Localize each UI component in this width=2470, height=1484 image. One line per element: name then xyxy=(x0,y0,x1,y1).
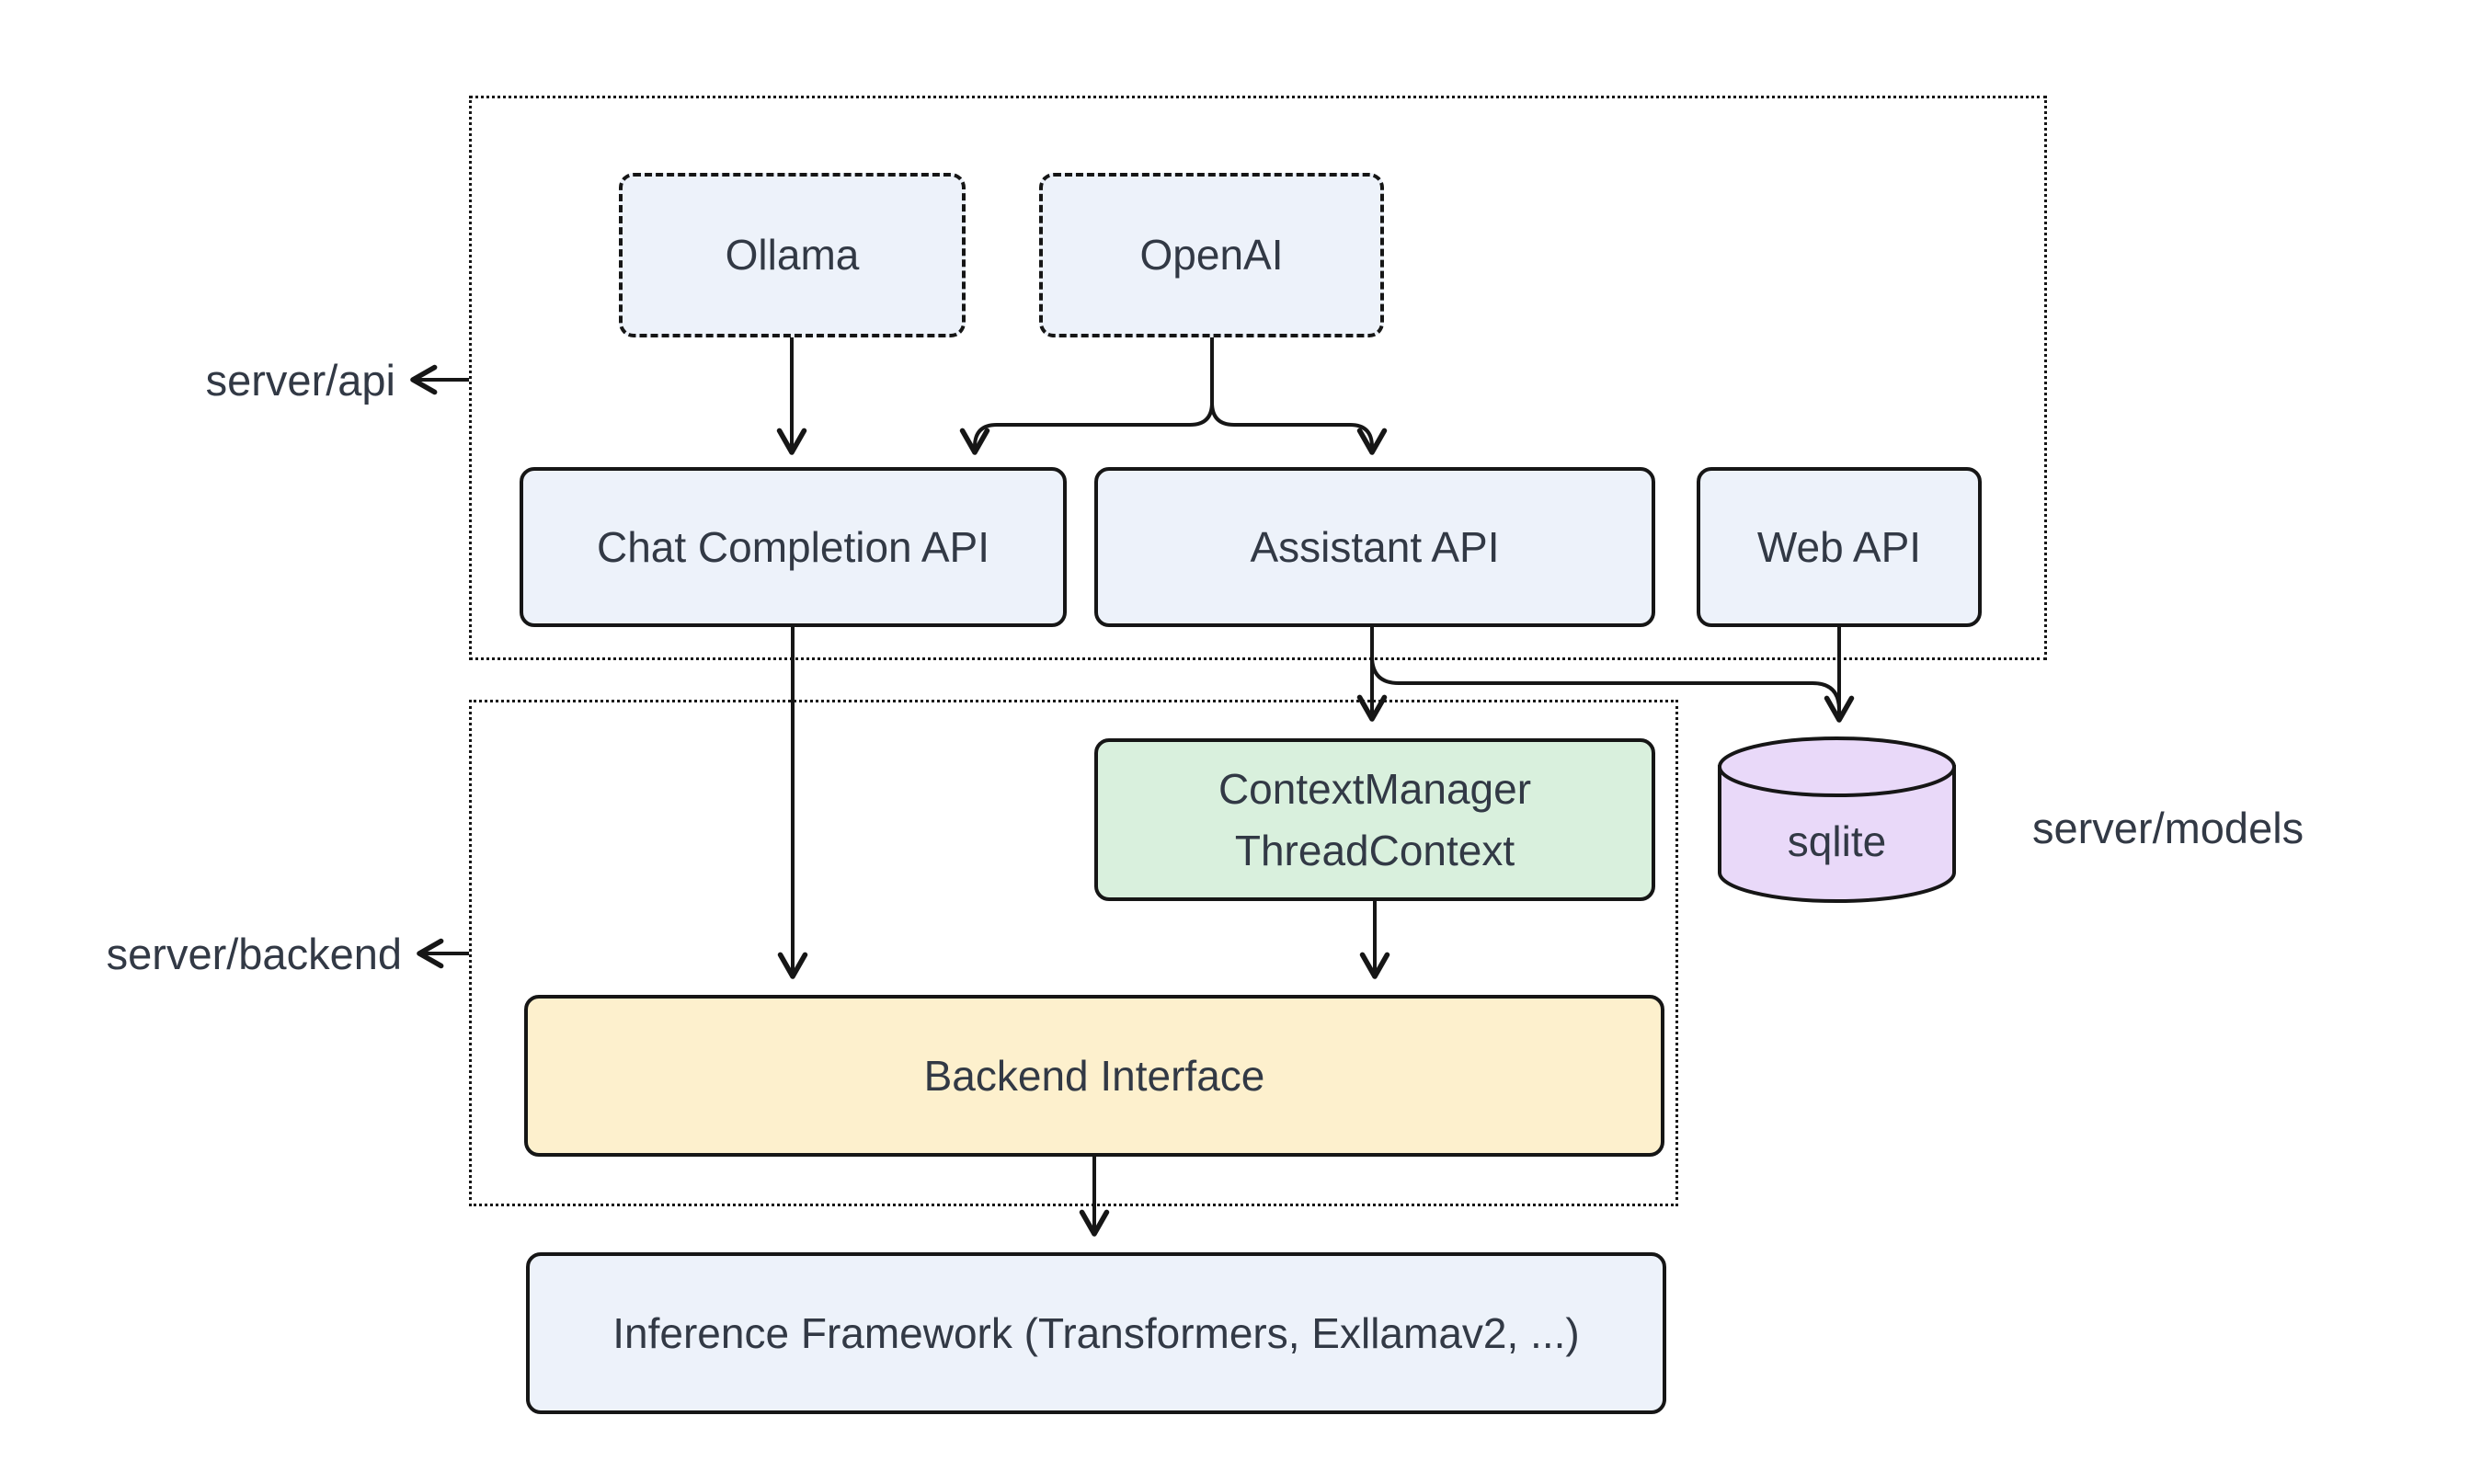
node-chat-completion-api: Chat Completion API xyxy=(520,467,1067,627)
sqlite-cylinder xyxy=(1718,736,1956,903)
node-context-manager: ContextManager ThreadContext xyxy=(1094,738,1655,901)
node-inference-framework-label: Inference Framework (Transformers, Exlla… xyxy=(612,1308,1580,1357)
label-server-api-text: server/api xyxy=(205,355,395,405)
node-assistant-api-label: Assistant API xyxy=(1250,522,1500,571)
node-backend-interface-label: Backend Interface xyxy=(923,1051,1265,1100)
node-chat-completion-api-label: Chat Completion API xyxy=(596,522,989,571)
node-openai-label: OpenAI xyxy=(1139,231,1284,280)
label-server-api: server/api xyxy=(120,352,395,407)
node-ollama-label: Ollama xyxy=(725,231,860,280)
node-assistant-api: Assistant API xyxy=(1094,467,1655,627)
arrow-openai-to-assistant xyxy=(1210,402,1388,455)
node-web-api: Web API xyxy=(1697,467,1982,627)
label-server-models-text: server/models xyxy=(2032,803,2304,852)
label-server-backend-text: server/backend xyxy=(106,929,402,978)
node-backend-interface: Backend Interface xyxy=(524,995,1664,1157)
server-api-container xyxy=(469,96,2047,660)
server-backend-container xyxy=(469,700,1678,1206)
node-context-manager-line2: ThreadContext xyxy=(1234,826,1515,874)
arrow-assistant-branch-to-sqlite xyxy=(1370,656,1841,711)
node-inference-framework: Inference Framework (Transformers, Exlla… xyxy=(526,1252,1666,1414)
node-openai: OpenAI xyxy=(1039,173,1384,337)
arrow-openai-to-chat-completion xyxy=(959,402,1214,455)
label-server-backend: server/backend xyxy=(80,926,402,981)
node-web-api-label: Web API xyxy=(1756,522,1922,571)
sqlite-text: sqlite xyxy=(1787,817,1887,865)
node-context-manager-line1: ContextManager xyxy=(1218,764,1532,813)
node-ollama: Ollama xyxy=(619,173,966,337)
label-server-models: server/models xyxy=(2032,800,2400,855)
node-sqlite-label: sqlite xyxy=(1720,795,1954,887)
